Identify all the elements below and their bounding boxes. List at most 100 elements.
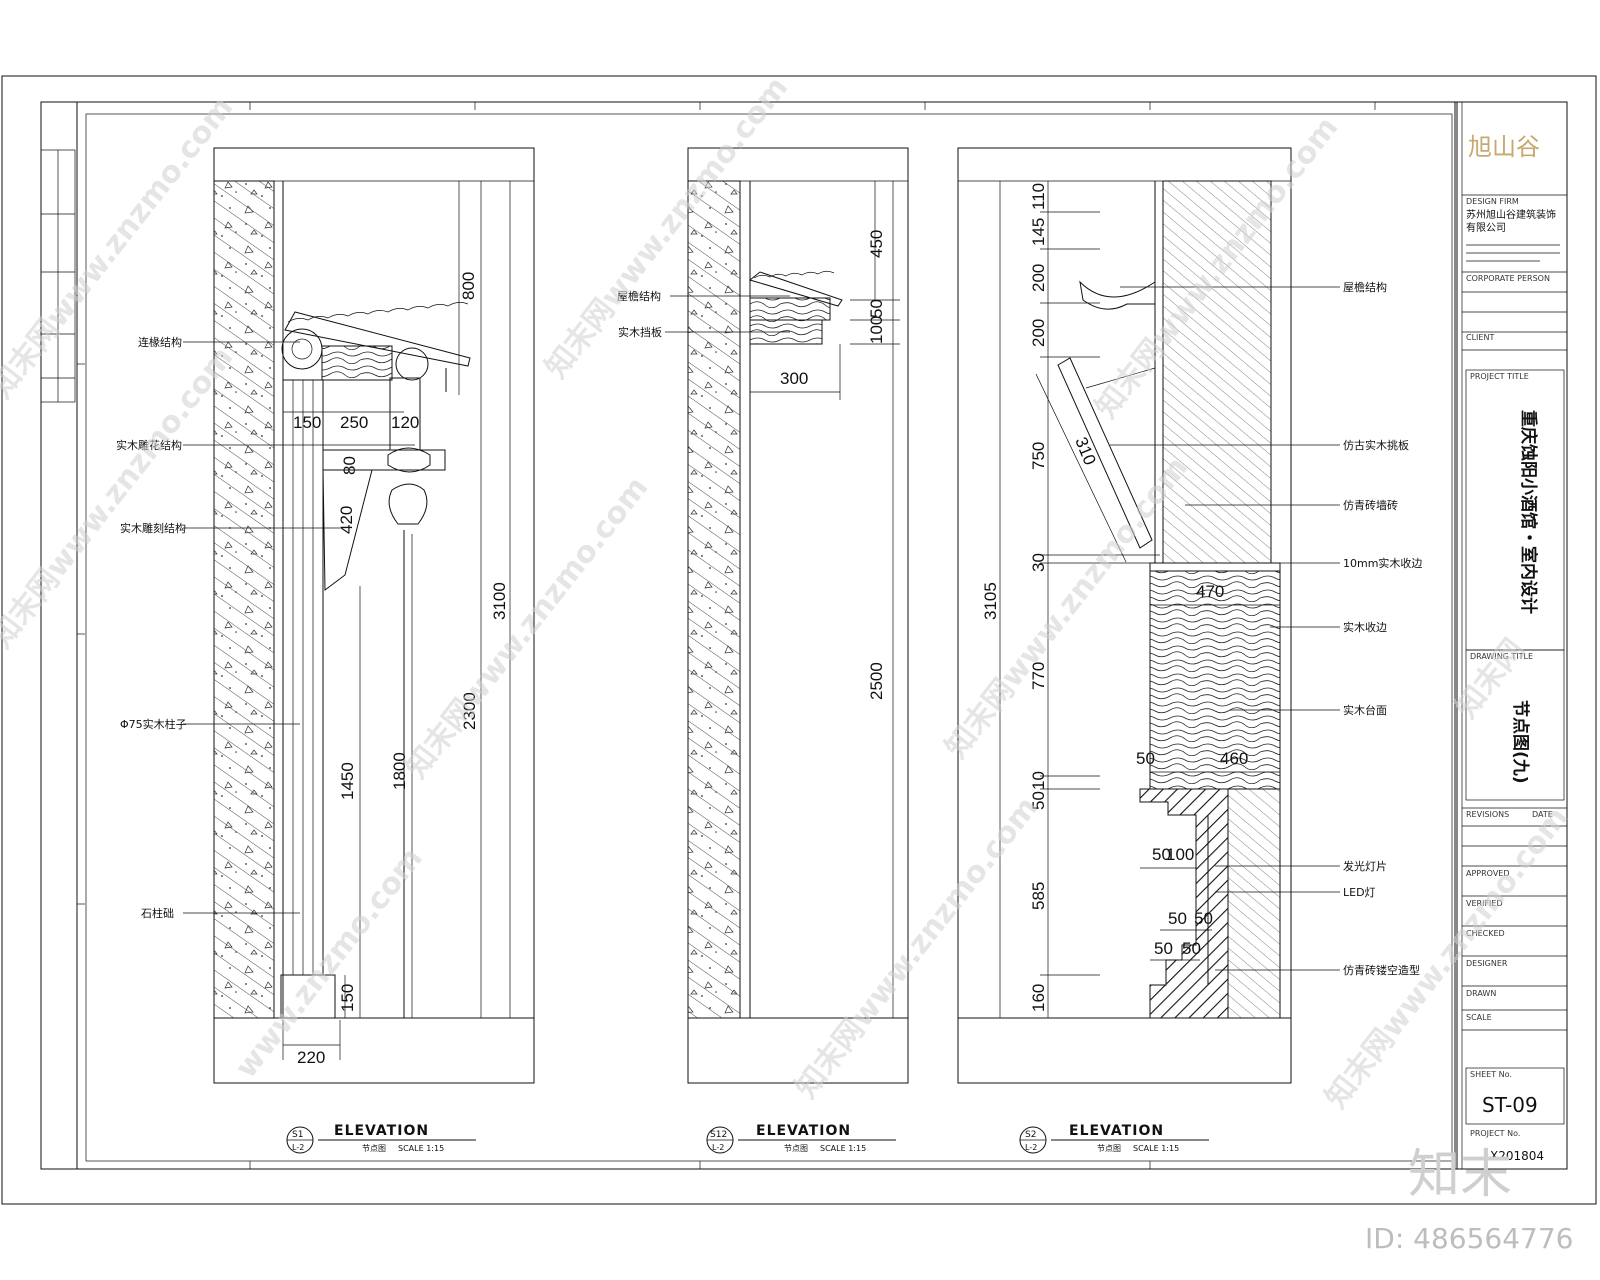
- svg-text:50: 50: [1152, 845, 1171, 864]
- drawing-border: [76, 101, 1456, 1170]
- svg-text:460: 460: [1220, 749, 1248, 768]
- s2-callout-5: 实木台面: [1343, 703, 1387, 717]
- svg-text:3105: 3105: [981, 582, 1000, 620]
- svg-text:50: 50: [1194, 909, 1213, 928]
- watermark-id: ID: 486564776: [1365, 1222, 1573, 1255]
- revisions-label: REVISIONS: [1466, 810, 1509, 819]
- svg-text:200: 200: [1029, 264, 1048, 292]
- svg-text:50: 50: [867, 299, 886, 318]
- svg-text:50: 50: [1154, 939, 1173, 958]
- sheet-number: ST-09: [1482, 1093, 1538, 1117]
- detail-s2: 110 145 200 200 750 30 3105 770 10 50 58…: [957, 147, 1422, 1154]
- title-block: 旭山谷 DESIGN FIRM 苏州旭山谷建筑装饰 有限公司 CORPORATE…: [1456, 101, 1568, 1170]
- svg-text:1800: 1800: [390, 752, 409, 790]
- svg-text:10: 10: [1029, 771, 1048, 790]
- svg-text:知末网www.znzmo.com: 知末网www.znzmo.com: [0, 340, 240, 655]
- svg-text:150: 150: [293, 413, 321, 432]
- svg-text:800: 800: [459, 272, 478, 300]
- drawing-title-label: DRAWING TITLE: [1470, 652, 1533, 661]
- s1-callout-4: 石柱础: [141, 906, 174, 920]
- design-firm-label: DESIGN FIRM: [1466, 197, 1519, 206]
- firm-logo: 旭山谷: [1468, 133, 1540, 161]
- drawing-area: [85, 113, 1453, 1162]
- svg-text:50: 50: [1029, 791, 1048, 810]
- project-number: X201804: [1490, 1149, 1544, 1163]
- scale-label: SCALE: [1466, 1013, 1492, 1022]
- svg-text:3100: 3100: [490, 582, 509, 620]
- drawn-label: DRAWN: [1466, 989, 1496, 998]
- s12-callout-0: 屋檐结构: [617, 289, 661, 303]
- s12-caption: ELEVATION: [756, 1123, 851, 1139]
- svg-text:150: 150: [338, 984, 357, 1012]
- svg-text:50: 50: [1136, 749, 1155, 768]
- date-label: DATE: [1532, 810, 1553, 819]
- outer-frame: [1, 75, 1597, 1205]
- svg-text:250: 250: [340, 413, 368, 432]
- svg-text:470: 470: [1196, 582, 1224, 601]
- s1-scale: SCALE 1:15: [398, 1144, 444, 1153]
- svg-text:1450: 1450: [338, 762, 357, 800]
- svg-text:160: 160: [1029, 984, 1048, 1012]
- svg-text:知末网www.znzmo.com: 知末网www.znzmo.com: [399, 470, 656, 785]
- verified-label: VERIFIED: [1466, 899, 1503, 908]
- s12-scale: SCALE 1:15: [820, 1144, 866, 1153]
- s2-callout-8: 仿青砖镂空造型: [1343, 963, 1420, 977]
- s2-subtitle: 节点图: [1097, 1144, 1121, 1153]
- svg-text:200: 200: [1029, 319, 1048, 347]
- svg-text:145: 145: [1029, 218, 1048, 246]
- svg-text:120: 120: [391, 413, 419, 432]
- svg-text:110: 110: [1029, 183, 1048, 210]
- svg-text:2500: 2500: [867, 662, 886, 700]
- s1-subtitle: 节点图: [362, 1144, 386, 1153]
- s2-callout-0: 屋檐结构: [1343, 280, 1387, 294]
- project-no-label: PROJECT No.: [1470, 1129, 1520, 1138]
- svg-text:300: 300: [780, 369, 808, 388]
- s2-detail-ref: L-2: [1025, 1143, 1037, 1152]
- s1-detail-ref: L-2: [292, 1143, 304, 1152]
- s2-callout-4: 实木收边: [1343, 620, 1387, 634]
- svg-text:420: 420: [337, 506, 356, 534]
- s2-caption: ELEVATION: [1069, 1123, 1164, 1139]
- s2-callout-7: LED灯: [1343, 886, 1376, 899]
- svg-text:30: 30: [1029, 553, 1048, 572]
- svg-text:2300: 2300: [460, 692, 479, 730]
- s1-callout-3: Φ75实木柱子: [120, 717, 187, 731]
- svg-text:220: 220: [297, 1048, 325, 1067]
- s1-detail-id: S1: [292, 1130, 303, 1140]
- left-stamp-strip: [40, 149, 76, 403]
- svg-text:100: 100: [1166, 845, 1194, 864]
- detail-s1: 150 250 120 800 80 420 3100 2300 1800 14…: [116, 147, 535, 1154]
- svg-text:750: 750: [1029, 442, 1048, 470]
- project-title-label: PROJECT TITLE: [1470, 372, 1529, 381]
- svg-text:知末网www.znzmo.com: 知末网www.znzmo.com: [789, 790, 1046, 1105]
- s1-callout-1: 实木雕花结构: [116, 438, 182, 452]
- s12-detail-id: S12: [710, 1130, 727, 1140]
- drawing-title: 节点图(九): [1510, 700, 1531, 784]
- s12-detail-ref: L-2: [712, 1143, 724, 1152]
- checked-label: CHECKED: [1466, 929, 1505, 938]
- approved-label: APPROVED: [1466, 869, 1510, 878]
- svg-text:100: 100: [867, 316, 886, 344]
- s1-caption: ELEVATION: [334, 1123, 429, 1139]
- svg-text:770: 770: [1029, 662, 1048, 690]
- s12-callout-1: 实木挡板: [618, 325, 662, 339]
- s12-subtitle: 节点图: [784, 1144, 808, 1153]
- svg-text:50: 50: [1182, 939, 1201, 958]
- designer-label: DESIGNER: [1466, 959, 1508, 968]
- s2-callout-1: 仿古实木挑板: [1343, 438, 1409, 452]
- firm-name-2: 有限公司: [1466, 221, 1506, 234]
- s1-callout-2: 实木雕刻结构: [120, 521, 186, 535]
- frame-ticks: [77, 102, 1376, 1169]
- s2-callout-3: 10mm实木收边: [1343, 556, 1422, 570]
- svg-text:80: 80: [340, 456, 359, 475]
- client-label: CLIENT: [1466, 333, 1494, 342]
- firm-name-1: 苏州旭山谷建筑装饰: [1466, 208, 1556, 221]
- svg-text:50: 50: [1168, 909, 1187, 928]
- corporate-label: CORPORATE PERSON: [1466, 274, 1550, 283]
- svg-text:585: 585: [1029, 882, 1048, 910]
- s2-scale: SCALE 1:15: [1133, 1144, 1179, 1153]
- s2-detail-id: S2: [1025, 1130, 1036, 1140]
- sheet-no-label: SHEET No.: [1470, 1070, 1512, 1079]
- svg-text:310: 310: [1071, 434, 1099, 467]
